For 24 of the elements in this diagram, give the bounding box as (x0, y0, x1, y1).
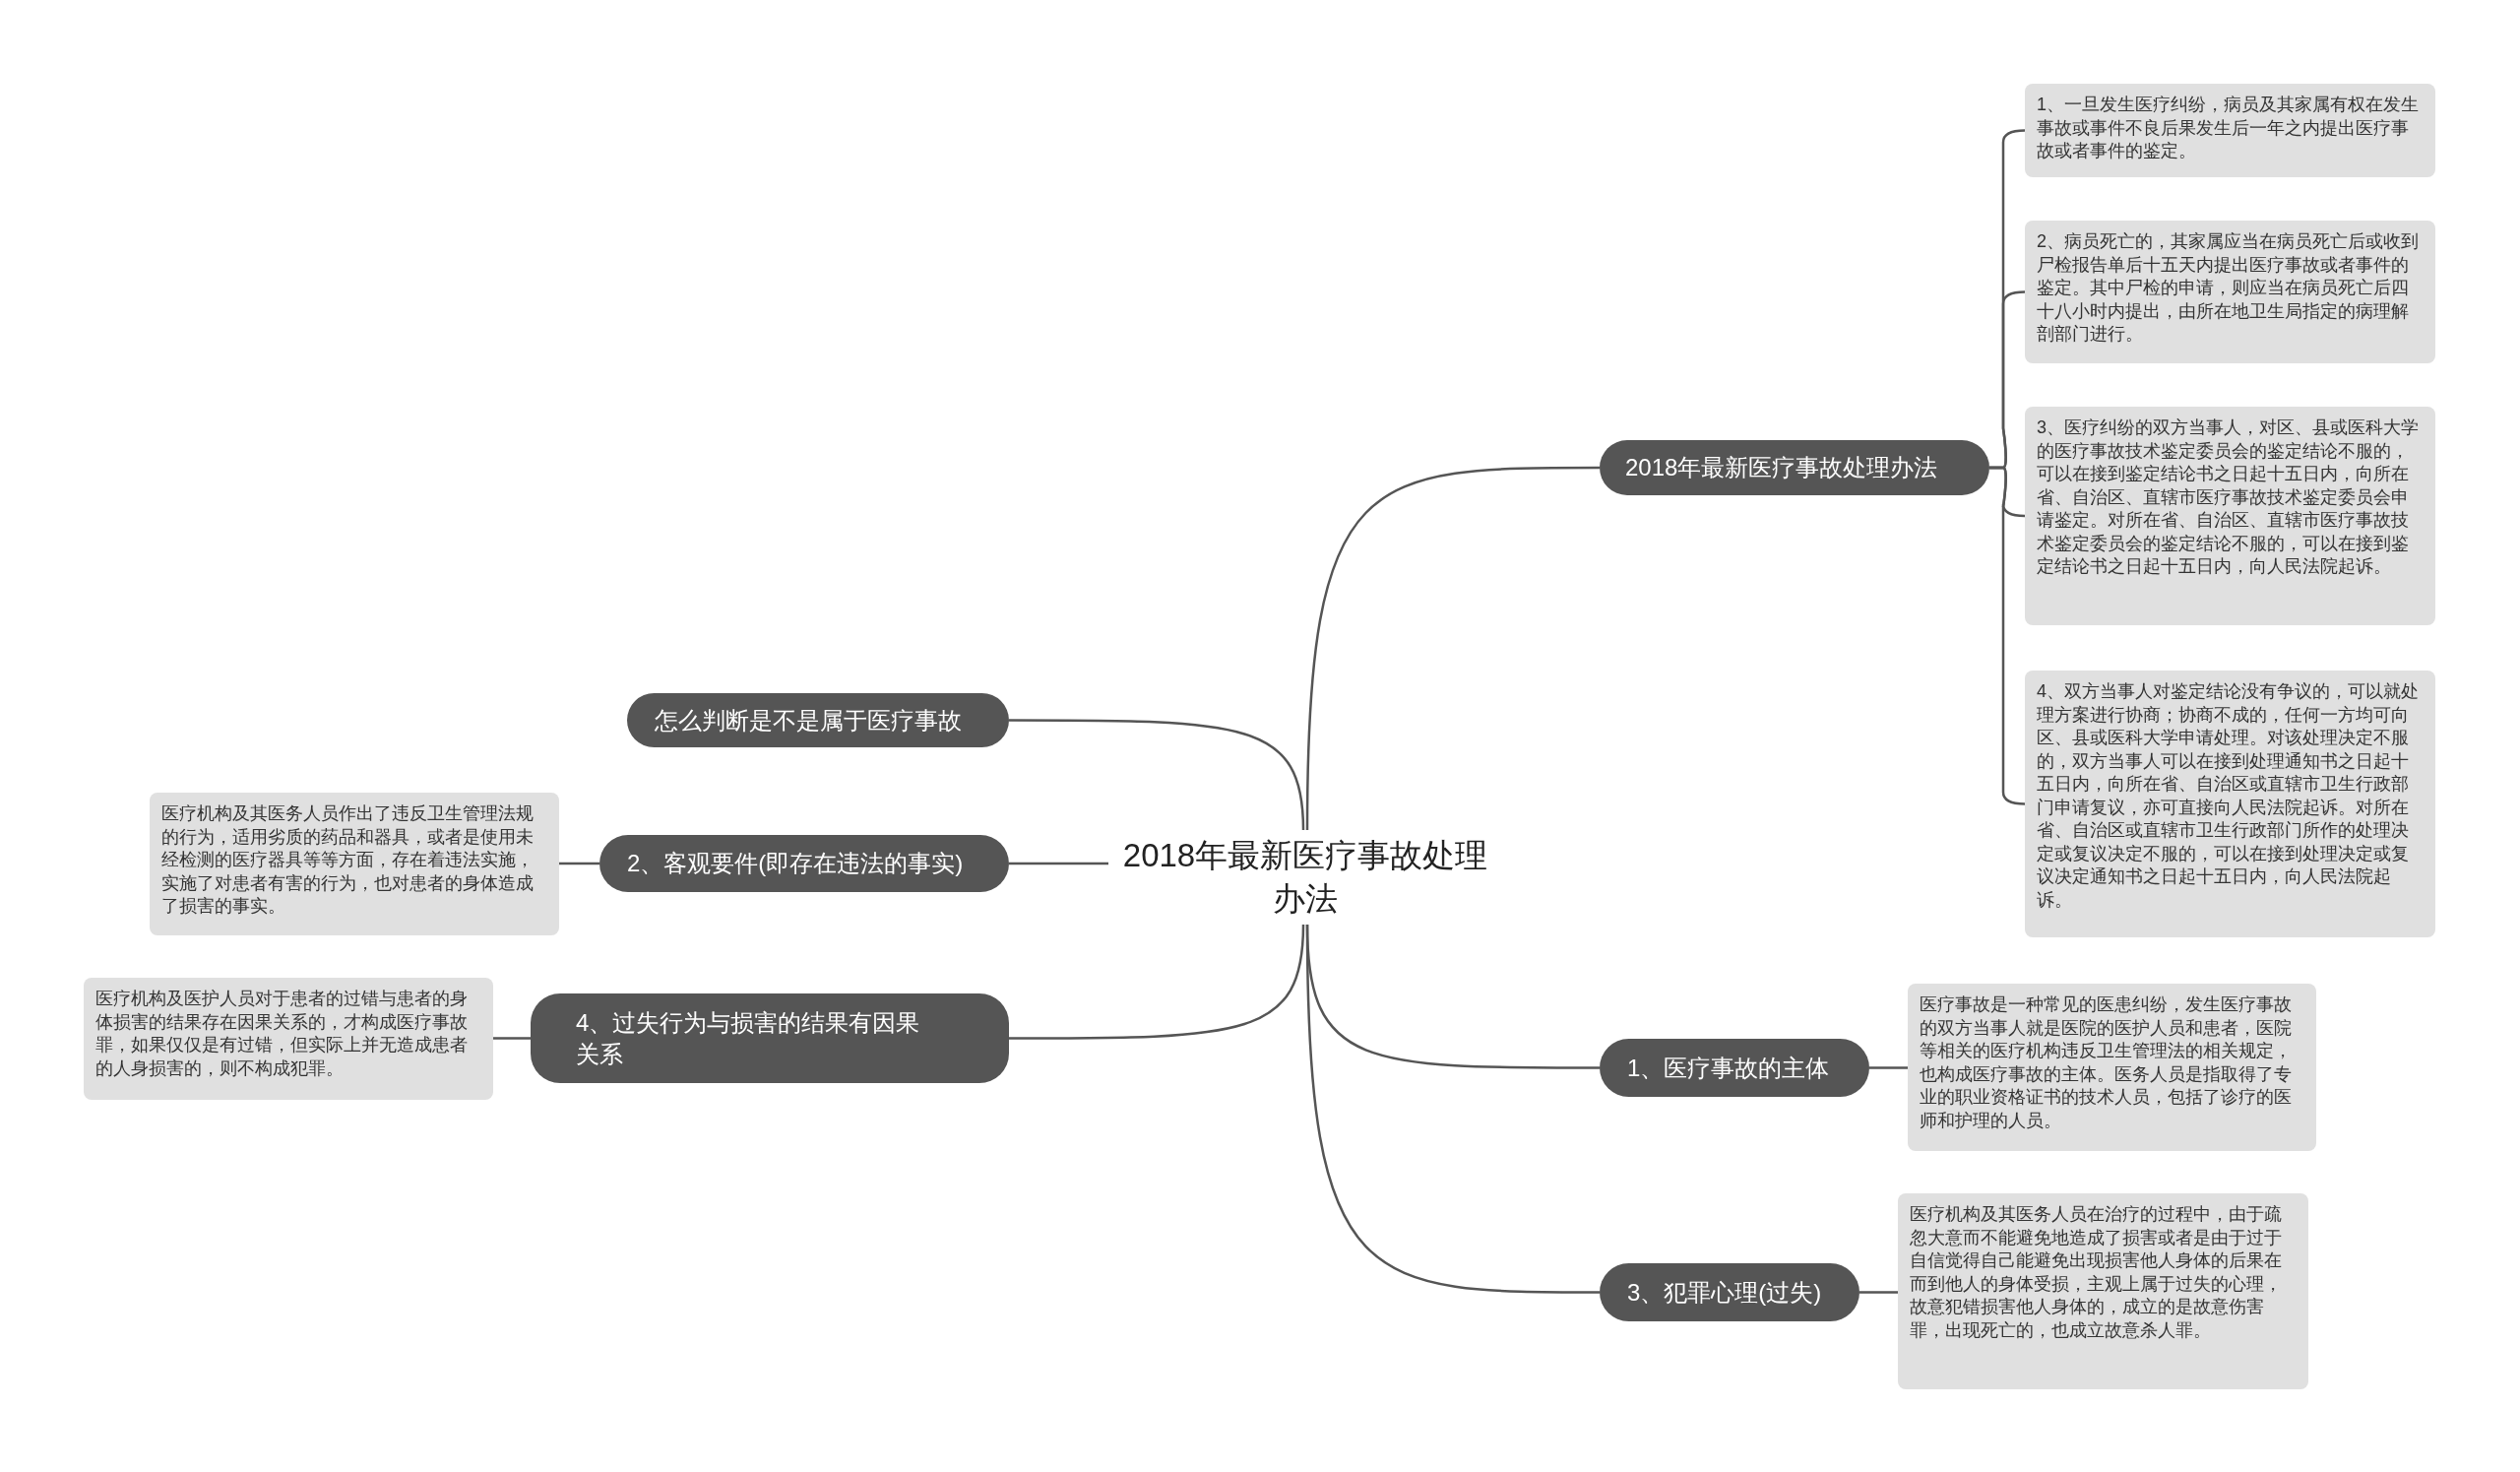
note-box: 1、一旦发生医疗纠纷，病员及其家属有权在发生事故或事件不良后果发生后一年之内提出医疗事故或者事件的鉴定。 (2025, 84, 2435, 177)
topic-pill: 怎么判断是不是属于医疗事故 (627, 693, 1009, 747)
note-box: 医疗机构及其医务人员作出了违反卫生管理法规的行为，适用劣质的药品和器具，或者是使用未经检测的医疗器具等等方面，存在着违法实施，实施了对患者有害的行为，也对患者的身体造成了损害的事实。 (150, 793, 559, 935)
topic-pill: 3、犯罪心理(过失) (1600, 1263, 1859, 1321)
connector-line (1009, 862, 1108, 865)
connector-line (1869, 1066, 1908, 1069)
connector-line (1305, 925, 1600, 1294)
note-box: 4、双方当事人对鉴定结论没有争议的，可以就处理方案进行协商；协商不成的，任何一方均可向区、县或医科大学申请处理。对该处理决定不服的，双方当事人可以在接到处理通知书之日起十五日内，向所在省、自治区或直辖市卫生行政部门申请复议，亦可直接向人民法院起诉。对所在省、自治区或直辖市卫生行政部门所作的处理决定或复议决定不服的，可以在接到处理决定或复议决定通知书之日起十五日内，向人民法院起诉。 (2025, 671, 2435, 937)
central-topic: 2018年最新医疗事故处理办法 (1108, 830, 1502, 925)
connector-line (493, 1037, 531, 1040)
topic-pill: 4、过失行为与损害的结果有因果关系 (531, 993, 1009, 1083)
topic-pill: 1、医疗事故的主体 (1600, 1039, 1869, 1097)
note-box: 医疗机构及其医务人员在治疗的过程中，由于疏忽大意而不能避免地造成了损害或者是由于过于自信觉得自己能避免出现损害他人身体的后果在而到他人的身体受损，主观上属于过失的心理，故意犯错损害他人身体的，成立的是故意伤害罪，出现死亡的，也成立故意杀人罪。 (1898, 1193, 2308, 1389)
note-box: 3、医疗纠纷的双方当事人，对区、县或医科大学的医疗事故技术鉴定委员会的鉴定结论不服的，可以在接到鉴定结论书之日起十五日内，向所在省、自治区、直辖市医疗事故技术鉴定委员会申请鉴定。对所在省、自治区、直辖市医疗事故技术鉴定委员会的鉴定结论不服的，可以在接到鉴定结论书之日起十五日内，向人民法院起诉。 (2025, 407, 2435, 625)
note-box: 医疗事故是一种常见的医患纠纷，发生医疗事故的双方当事人就是医院的医护人员和患者，医院等相关的医疗机构违反卫生管理法的相关规定，也构成医疗事故的主体。医务人员是指取得了专业的职业资格证书的技术人员，包括了诊疗的医师和护理的人员。 (1908, 984, 2316, 1151)
topic-pill: 2、客观要件(即存在违法的事实) (599, 835, 1009, 892)
connector-line (1305, 466, 1600, 830)
topic-pill: 2018年最新医疗事故处理办法 (1600, 440, 1989, 495)
connector-line (1009, 924, 1305, 1040)
connector-line (1009, 719, 1305, 831)
note-box: 2、病员死亡的，其家属应当在病员死亡后或收到尸检报告单后十五天内提出医疗事故或者事件的鉴定。其中尸检的申请，则应当在病员死亡后四十八小时内提出，由所在地卫生局指定的病理解剖部门进行。 (2025, 221, 2435, 363)
connector-line (1859, 1291, 1898, 1294)
connector-line (559, 862, 599, 865)
note-box: 医疗机构及医护人员对于患者的过错与患者的身体损害的结果存在因果关系的，才构成医疗事故罪，如果仅仅是有过错，但实际上并无造成患者的人身损害的，则不构成犯罪。 (84, 978, 493, 1100)
